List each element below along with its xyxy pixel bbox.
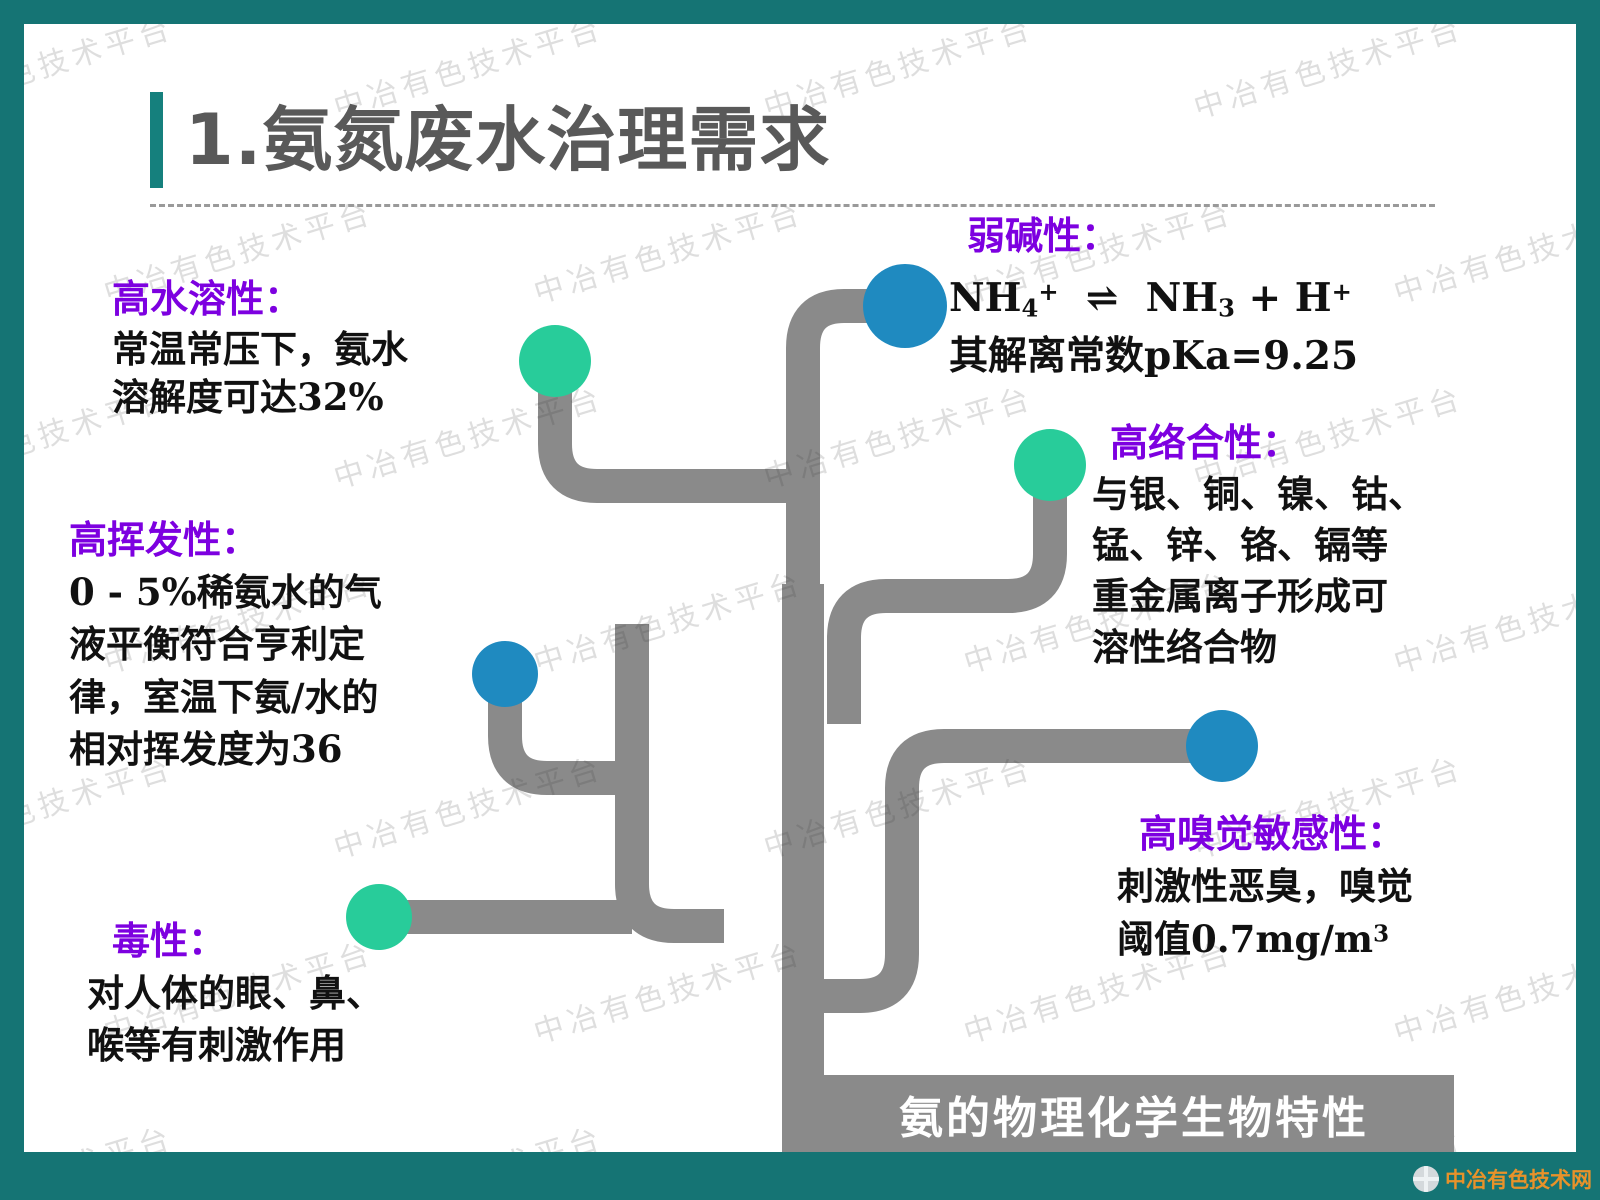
line: 重金属离子形成可: [1092, 573, 1388, 618]
node-weak-alkalinity[interactable]: [863, 264, 947, 348]
line: 刺激性恶臭，嗅觉: [1117, 863, 1413, 908]
line: 常温常压下，氨水: [112, 326, 408, 371]
node-toxicity[interactable]: [346, 884, 412, 950]
line: 溶性络合物: [1092, 624, 1277, 669]
slide-canvas: 中冶有色技术平台中冶有色技术平台中冶有色技术平台中冶有色技术平台中冶有色技术平台…: [24, 24, 1576, 1152]
diagram-caption-banner: 氨的物理化学生物特性: [814, 1075, 1454, 1152]
branch-mid-left-link: [615, 624, 724, 943]
site-logo-text: 中冶有色技术网: [1445, 1168, 1592, 1192]
block-toxicity: 毒性： 对人体的眼、鼻、 喉等有刺激作用: [87, 919, 383, 1072]
block-high-complexation-body: 与银、铜、镍、钴、 锰、锌、铬、镉等 重金属离子形成可 溶性络合物: [1092, 469, 1425, 673]
odor-threshold-value: 阈值0.7mg/m: [1117, 917, 1374, 962]
line: 与银、铜、镍、钴、: [1092, 471, 1425, 516]
block-high-solubility: 高水溶性： 常温常压下，氨水 溶解度可达32%: [112, 277, 408, 421]
line: 液平衡符合亨利定: [69, 622, 365, 667]
block-high-volatility-body: 0 - 5%稀氨水的气 液平衡符合亨利定 律，室温下氨/水的 相对挥发度为36: [69, 566, 382, 776]
node-high-solubility[interactable]: [519, 325, 591, 397]
eq-plus-h: + H: [1248, 274, 1332, 321]
line: 喉等有刺激作用: [87, 1023, 346, 1068]
block-weak-alkalinity-equation: NH4+ ⇌ NH3 + H+: [949, 272, 1358, 325]
branch-odor-sensitivity: [814, 729, 1211, 1013]
line: 溶解度可达32%: [112, 374, 384, 419]
page-title-row: 1.氨氮废水治理需求: [150, 86, 830, 194]
block-high-solubility-body: 常温常压下，氨水 溶解度可达32%: [112, 325, 408, 421]
line: 对人体的眼、鼻、: [87, 970, 383, 1015]
line: 阈值0.7mg/m3: [1117, 913, 1413, 967]
block-odor-sensitivity-body: 刺激性恶臭，嗅觉 阈值0.7mg/m3: [1117, 860, 1413, 967]
eq-sup-plus: +: [1038, 276, 1059, 306]
globe-icon: [1413, 1166, 1439, 1192]
block-weak-alkalinity: 弱碱性： NH4+ ⇌ NH3 + H+ 其解离常数pKa=9.25: [949, 214, 1358, 383]
eq-sup-plus2: +: [1331, 276, 1352, 306]
node-layer: [346, 264, 1258, 950]
block-high-complexation-heading: 高络合性：: [1110, 421, 1301, 465]
diagram-caption-text: 氨的物理化学生物特性: [899, 1092, 1369, 1144]
block-high-solubility-heading: 高水溶性：: [112, 277, 303, 321]
eq-nh3: NH: [1145, 274, 1219, 321]
branch-high-volatility: [488, 685, 632, 795]
block-toxicity-body: 对人体的眼、鼻、 喉等有刺激作用: [87, 967, 383, 1072]
title-divider: [150, 204, 1435, 207]
block-odor-sensitivity-heading: 高嗅觉敏感性：: [1139, 812, 1406, 856]
eq-arrow: ⇌: [1085, 274, 1119, 321]
node-odor-sensitivity[interactable]: [1186, 710, 1258, 782]
node-high-complexation[interactable]: [1014, 429, 1086, 501]
branch-high-solubility: [538, 372, 786, 503]
block-weak-alkalinity-heading: 弱碱性：: [967, 214, 1120, 258]
node-high-volatility[interactable]: [472, 641, 538, 707]
branch-high-complexation: [827, 476, 1067, 724]
eq-sub-3: 3: [1218, 292, 1235, 322]
page-title: 1.氨氮废水治理需求: [185, 99, 831, 181]
eq-nh4: NH: [949, 274, 1022, 321]
title-accent-bar: [150, 92, 163, 188]
block-weak-alkalinity-pka: 其解离常数pKa=9.25: [949, 333, 1359, 380]
block-odor-sensitivity: 高嗅觉敏感性： 刺激性恶臭，嗅觉 阈值0.7mg/m3: [1117, 812, 1413, 967]
line: 0 - 5%稀氨水的气: [69, 569, 382, 614]
line: 锰、锌、铬、镉等: [1092, 522, 1388, 567]
block-toxicity-heading: 毒性：: [112, 919, 227, 963]
line: 相对挥发度为36: [69, 727, 343, 772]
odor-threshold-exponent: 3: [1373, 920, 1390, 948]
site-logo: 中冶有色技术网: [1413, 1162, 1592, 1196]
block-high-complexation: 高络合性： 与银、铜、镍、钴、 锰、锌、铬、镉等 重金属离子形成可 溶性络合物: [1092, 421, 1425, 673]
block-high-volatility: 高挥发性： 0 - 5%稀氨水的气 液平衡符合亨利定 律，室温下氨/水的 相对挥…: [69, 518, 382, 776]
eq-sub-4: 4: [1021, 292, 1039, 322]
line: 律，室温下氨/水的: [69, 674, 379, 719]
branch-weak-alkalinity: [786, 289, 894, 624]
tree-diagram: [390, 289, 1211, 1152]
block-high-volatility-heading: 高挥发性：: [69, 518, 260, 562]
